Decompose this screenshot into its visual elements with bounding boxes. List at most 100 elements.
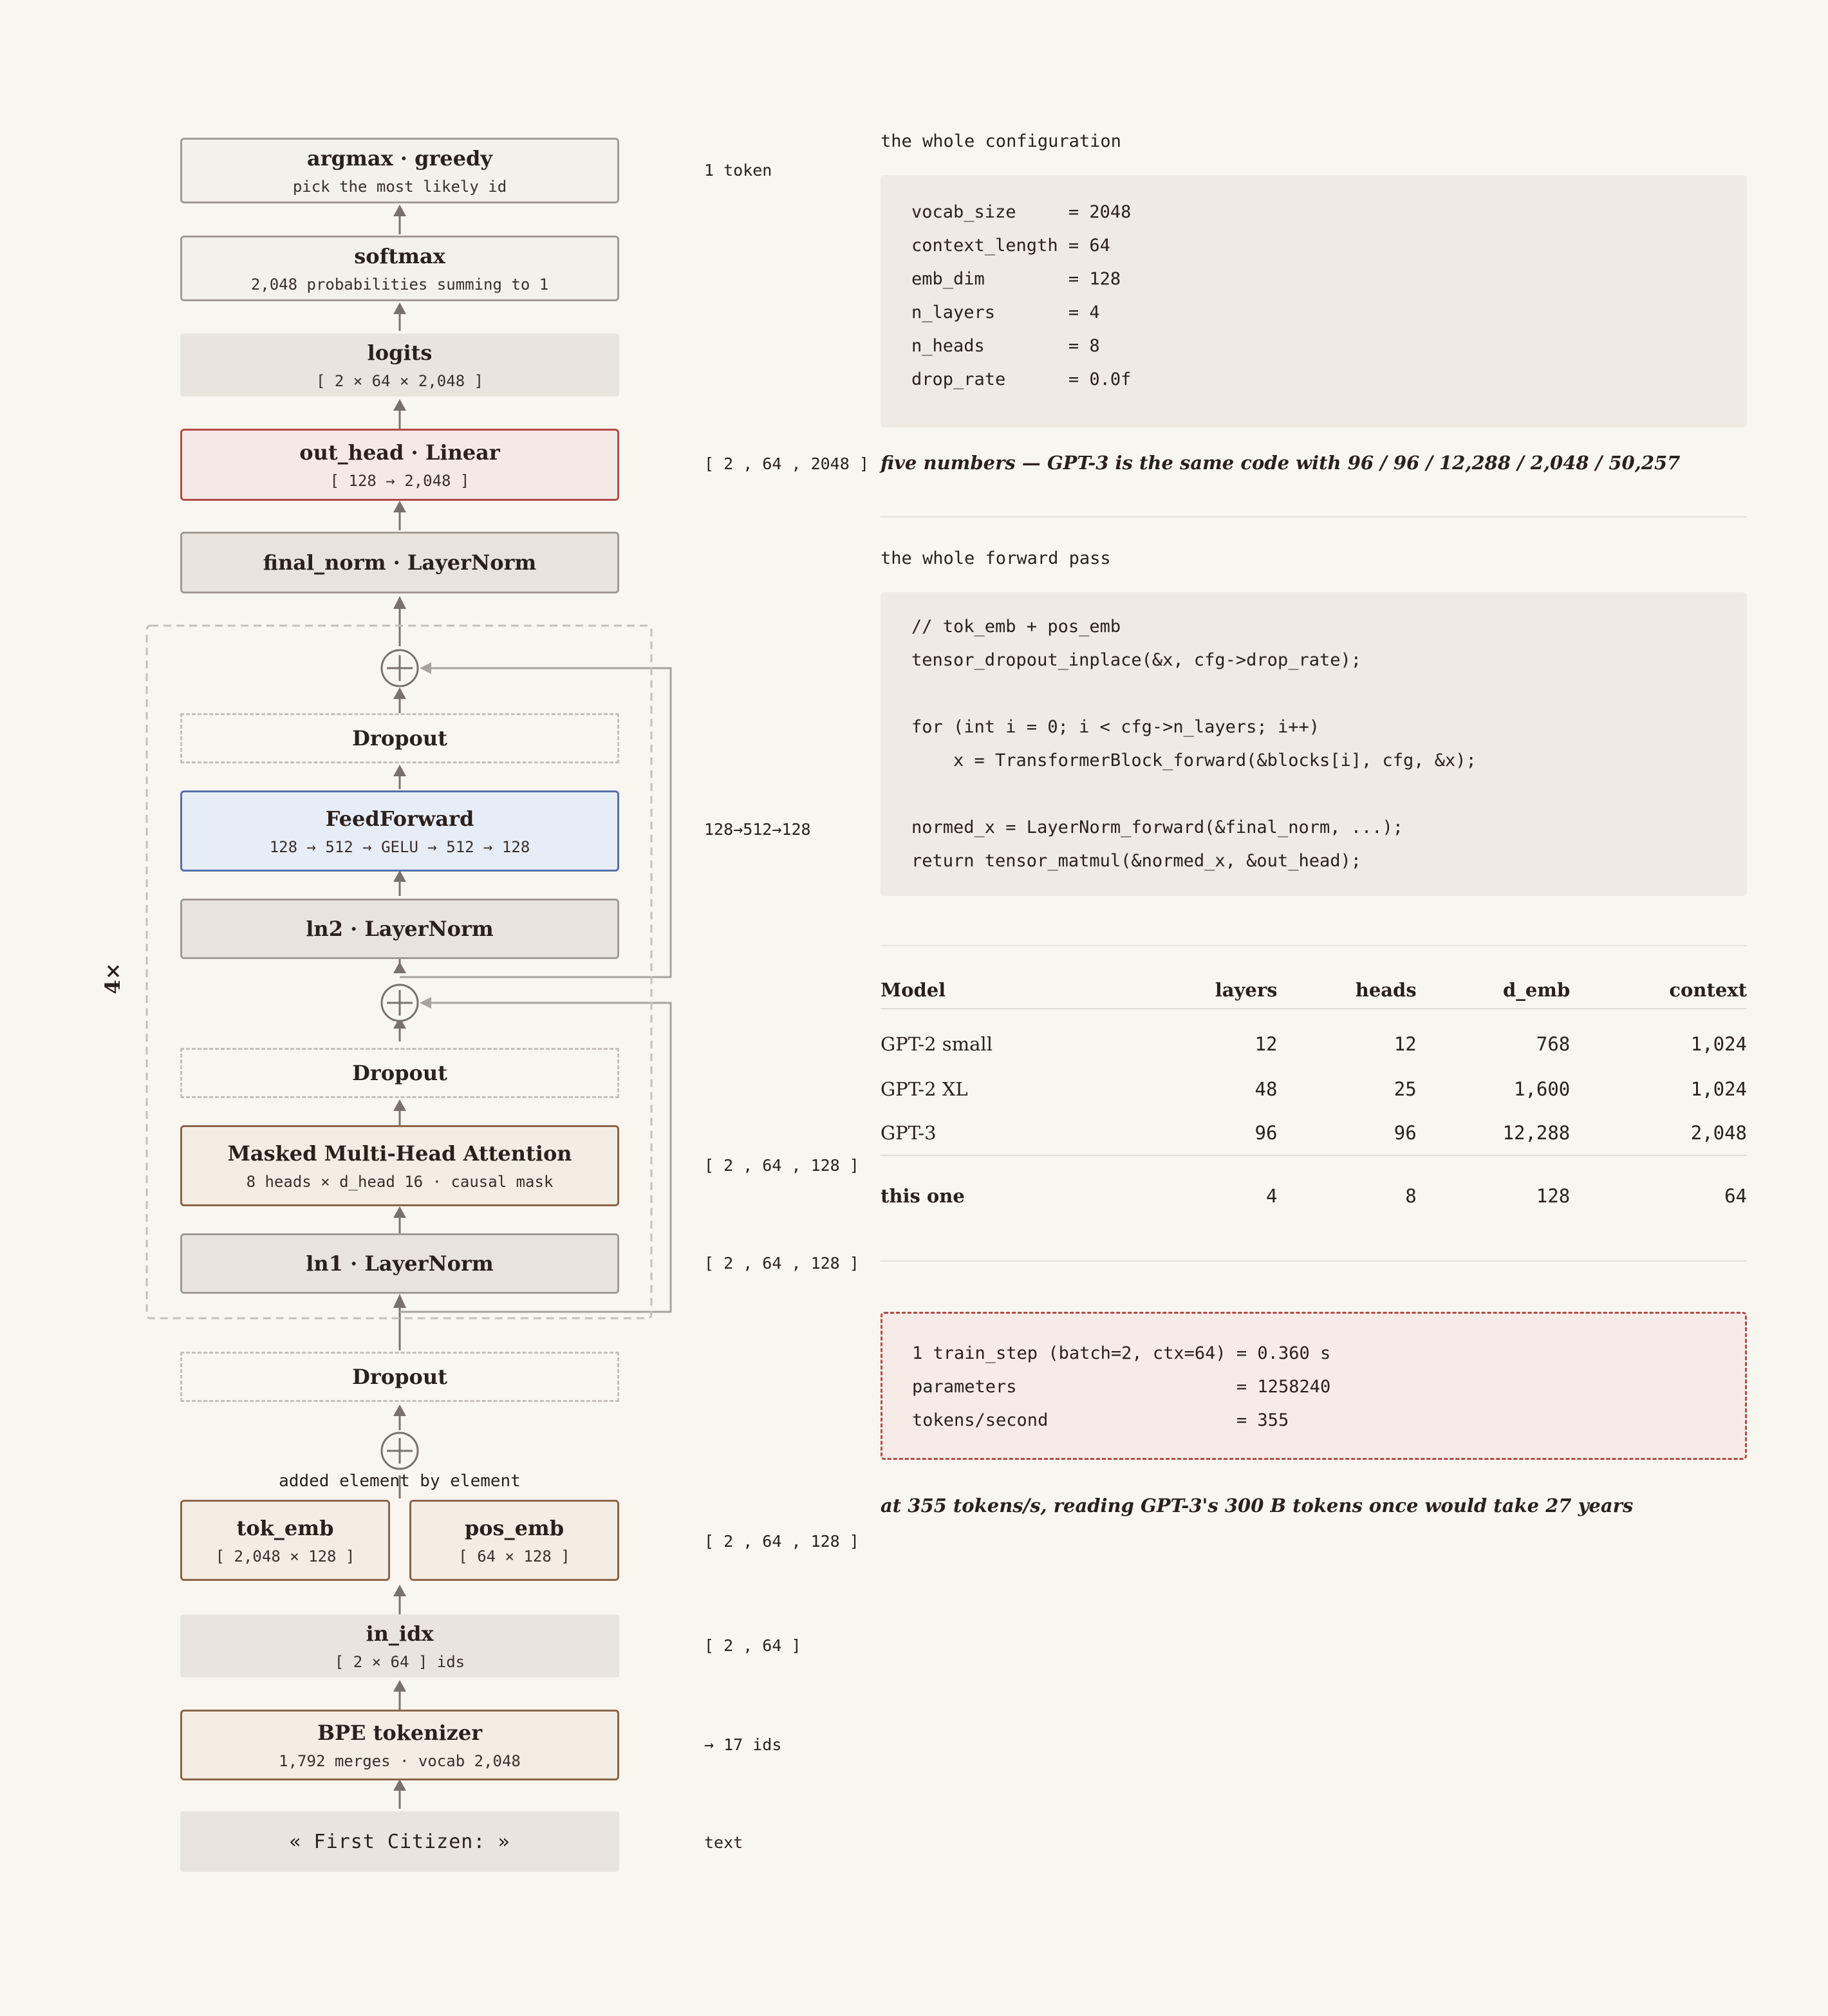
table-row: GPT-2 XL 48 25 1,600 1,024	[881, 1067, 1747, 1111]
stats-line: tokens/second = 355	[912, 1410, 1289, 1430]
forward-code-block: // tok_emb + pos_emb tensor_dropout_inpl…	[881, 592, 1747, 896]
forward-line: // tok_emb + pos_emb	[911, 617, 1121, 637]
add-circle-top	[382, 650, 418, 686]
shape-embeddings: [ 2 , 64 , 128 ]	[704, 1532, 859, 1551]
shape-feedforward: 128→512→128	[704, 820, 811, 839]
connector-layer	[145, 205, 672, 1809]
node-softmax-sub: 2,048 probabilities summing to 1	[250, 275, 549, 294]
column-header: layers	[1135, 972, 1278, 1009]
divider	[881, 516, 1747, 518]
table-cell: 25	[1394, 1078, 1417, 1100]
node-ln1: ln1 · LayerNorm	[180, 1233, 619, 1294]
table-cell: 128	[1416, 1155, 1571, 1228]
models-table: Model layers heads d_emb context GPT-2 s…	[881, 972, 1747, 1228]
node-attention-title: Masked Multi-Head Attention	[227, 1141, 572, 1166]
node-attention-sub: 8 heads × d_head 16 · causal mask	[246, 1173, 554, 1191]
table-cell: 12	[1394, 1033, 1417, 1055]
node-in-idx-sub: [ 2 × 64 ] ids	[334, 1653, 465, 1671]
node-softmax: softmax 2,048 probabilities summing to 1	[180, 236, 619, 301]
table-cell: 768	[1536, 1033, 1571, 1055]
node-softmax-title: softmax	[354, 244, 445, 268]
shape-ln1: [ 2 , 64 , 128 ]	[704, 1254, 859, 1273]
node-tok-emb-sub: [ 2,048 × 128 ]	[215, 1547, 355, 1565]
table-cell: 64	[1570, 1155, 1747, 1228]
add-circle-embeddings	[382, 1433, 418, 1469]
config-line: drop_rate = 0.0f	[911, 369, 1132, 389]
node-tokenizer-sub: 1,792 merges · vocab 2,048	[279, 1752, 521, 1770]
table-cell: 12	[1254, 1033, 1278, 1055]
node-feedforward: FeedForward 128 → 512 → GELU → 512 → 128	[180, 790, 619, 872]
node-argmax-title: argmax · greedy	[307, 146, 492, 171]
node-dropout-emb-title: Dropout	[352, 1365, 447, 1389]
config-line: context_length = 64	[911, 236, 1110, 256]
node-out-head-title: out_head · Linear	[299, 440, 500, 465]
shape-argmax: 1 token	[704, 161, 772, 180]
node-out-head: out_head · Linear [ 128 → 2,048 ]	[180, 429, 619, 501]
node-ln2: ln2 · LayerNorm	[180, 899, 619, 959]
forward-line: return tensor_matmul(&normed_x, &out_hea…	[911, 851, 1361, 871]
node-ln2-title: ln2 · LayerNorm	[306, 917, 494, 941]
column-header: d_emb	[1416, 972, 1571, 1009]
table-cell: GPT-2 XL	[881, 1078, 968, 1100]
node-dropout-ff-title: Dropout	[352, 726, 447, 751]
config-line: n_heads = 8	[911, 336, 1100, 356]
node-logits-title: logits	[367, 341, 433, 365]
node-in-idx-title: in_idx	[366, 1621, 434, 1646]
table-row: GPT-2 small 12 12 768 1,024	[881, 1009, 1747, 1067]
node-final-norm: final_norm · LayerNorm	[180, 532, 619, 593]
divider	[881, 1260, 1747, 1262]
node-argmax-sub: pick the most likely id	[292, 178, 507, 196]
forward-line	[911, 778, 1716, 811]
forward-line	[911, 677, 1716, 711]
stats-box: 1 train_step (batch=2, ctx=64) = 0.360 s…	[881, 1312, 1747, 1460]
stats-line: parameters = 1258240	[912, 1377, 1331, 1397]
divider	[881, 945, 1747, 946]
shape-in-idx: [ 2 , 64 ]	[704, 1636, 801, 1655]
forward-line: tensor_dropout_inplace(&x, cfg->drop_rat…	[911, 650, 1361, 670]
forward-line: x = TransformerBlock_forward(&blocks[i],…	[911, 751, 1477, 770]
add-circle-mid	[382, 985, 418, 1021]
table-cell: 12,288	[1502, 1122, 1571, 1144]
node-in-idx: in_idx [ 2 × 64 ] ids	[180, 1614, 619, 1677]
table-cell: 2,048	[1690, 1122, 1747, 1144]
node-dropout-emb: Dropout	[180, 1352, 619, 1402]
node-attention: Masked Multi-Head Attention 8 heads × d_…	[180, 1125, 619, 1206]
stats-note: at 355 tokens/s, reading GPT-3's 300 B t…	[881, 1495, 1634, 1517]
node-dropout-ff: Dropout	[180, 713, 619, 763]
node-logits: logits [ 2 × 64 × 2,048 ]	[180, 333, 619, 397]
table-cell: 4	[1135, 1155, 1278, 1228]
forward-line: for (int i = 0; i < cfg->n_layers; i++)	[911, 717, 1320, 737]
node-pos-emb: pos_emb [ 64 × 128 ]	[409, 1500, 619, 1581]
config-heading: the whole configuration	[881, 131, 1121, 151]
table-cell: GPT-2 small	[881, 1033, 993, 1055]
stats-line: 1 train_step (batch=2, ctx=64) = 0.360 s	[912, 1343, 1331, 1363]
node-pos-emb-title: pos_emb	[464, 1516, 564, 1540]
node-input-text-title: « First Citizen: »	[289, 1830, 510, 1853]
add-label: added element by element	[279, 1471, 521, 1491]
node-tok-emb-title: tok_emb	[236, 1516, 334, 1540]
column-header: Model	[881, 972, 1136, 1009]
column-header: heads	[1277, 972, 1417, 1009]
node-ln1-title: ln1 · LayerNorm	[306, 1251, 494, 1276]
table-cell: 8	[1277, 1155, 1417, 1228]
node-feedforward-title: FeedForward	[325, 807, 474, 831]
forward-heading: the whole forward pass	[881, 548, 1111, 568]
shape-tokenizer: → 17 ids	[704, 1735, 782, 1754]
table-cell: 1,024	[1690, 1078, 1747, 1100]
repeat-label: 4×	[100, 962, 125, 994]
table-cell: 48	[1254, 1078, 1278, 1100]
table-row-highlight: this one 4 8 128 64	[881, 1155, 1747, 1228]
table-cell: this one	[881, 1155, 1136, 1228]
table-row: GPT-3 96 96 12,288 2,048	[881, 1111, 1747, 1155]
config-line: n_layers = 4	[911, 303, 1100, 322]
node-logits-sub: [ 2 × 64 × 2,048 ]	[315, 372, 484, 390]
config-line: vocab_size = 2048	[911, 202, 1132, 222]
config-note: five numbers — GPT-3 is the same code wi…	[881, 452, 1681, 474]
node-feedforward-sub: 128 → 512 → GELU → 512 → 128	[269, 838, 530, 856]
table-cell: 96	[1394, 1122, 1417, 1144]
node-tokenizer: BPE tokenizer 1,792 merges · vocab 2,048	[180, 1710, 619, 1780]
table-cell: 1,024	[1690, 1033, 1747, 1055]
forward-line: normed_x = LayerNorm_forward(&final_norm…	[911, 817, 1404, 837]
table-cell: GPT-3	[881, 1122, 937, 1144]
table-cell: 1,600	[1513, 1078, 1571, 1100]
